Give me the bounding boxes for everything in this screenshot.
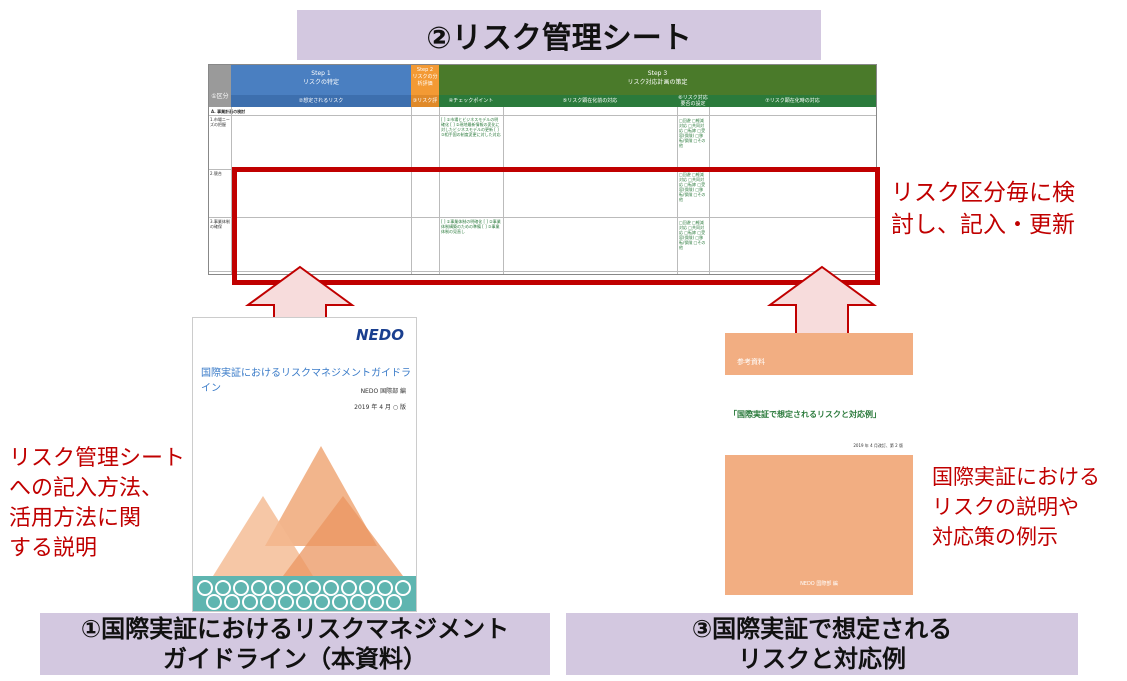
page-title: ②リスク管理シート <box>297 10 821 60</box>
callout-left-line: 活用方法に関 <box>9 506 142 531</box>
callout-left: リスク管理シート への記入方法、 活用方法に関 する説明 <box>9 444 185 564</box>
reference-footer: NEDO 国際部 編 <box>800 581 838 587</box>
guideline-dept: NEDO 国際部 編 <box>360 388 406 395</box>
guideline-title: 国際実証におけるリスクマネジメントガイドライン <box>201 368 411 394</box>
row-label: 2.競合 <box>210 171 222 176</box>
guideline-date: 2019 年 4 月 ○ 版 <box>354 404 406 411</box>
step3-subtitle: リスク対応計画の策定 <box>627 79 688 86</box>
step3-header: Step 3 リスク対応計画の策定 <box>439 65 876 95</box>
step2-title: Step 2 <box>416 67 434 73</box>
highlight-frame <box>232 167 880 285</box>
callout-left-line: する説明 <box>9 536 98 561</box>
callout-right-line: リスク区分毎に検 <box>891 180 1075 206</box>
nedo-logo: NEDO <box>355 326 404 344</box>
reference-header: 参考資料 <box>737 358 765 366</box>
callout-left-line: への記入方法、 <box>9 476 164 501</box>
grid-line <box>677 107 678 274</box>
row-options: □回避 □軽減対応 □共同対応 □転嫁 □受容(保険) □移転/保険 □その他 <box>679 118 706 148</box>
guideline-cover: NEDO 国際実証におけるリスクマネジメントガイドライン NEDO 国際部 編 … <box>192 317 417 612</box>
subheader-need: ⑥リスク対応要否の設定 <box>677 95 709 107</box>
callout-bottom-right-line: 対応策の例示 <box>932 525 1058 549</box>
reference-label-line: リスクと対応例 <box>738 645 906 673</box>
row-check: [ ] ①市場とビジネスモデルの明確化 [ ] ②現地最新情報の変化に対したビジ… <box>441 117 501 137</box>
row-check: [ ] ①事業体制の明確化 [ ] ②事業体制構築のための準備 [ ] ③事業体… <box>441 219 501 234</box>
col-label-header: ①区分 <box>209 65 231 107</box>
grid-line <box>209 217 876 218</box>
callout-right: リスク区分毎に検 討し、記入・更新 <box>891 177 1075 241</box>
grid-line <box>231 107 232 274</box>
subheader-step2: ③リスク評価 <box>411 95 439 116</box>
step1-subtitle: リスクの特定 <box>302 79 339 86</box>
reference-title: 「国際実証で想定されるリスクと対応例」 <box>729 410 881 419</box>
section-label: A. 事業計画の検討 <box>211 109 246 114</box>
callout-right-line: 討し、記入・更新 <box>891 212 1075 238</box>
guideline-label: ①国際実証におけるリスクマネジメント ガイドライン（本資料） <box>40 613 550 675</box>
reference-header-band: 参考資料 <box>725 333 913 375</box>
row-options: □回避 □軽減対応 □共同対応 □転嫁 □受容(保険) □移転/保険 □その他 <box>679 220 706 250</box>
reference-label-line: ③国際実証で想定される <box>691 615 953 643</box>
callout-bottom-right-line: 国際実証における <box>932 465 1100 489</box>
grid-line <box>209 271 876 272</box>
step1-title: Step 1 <box>311 70 331 77</box>
step1-header: Step 1 リスクの特定 <box>231 65 411 95</box>
mountain-wave-graphic <box>193 446 416 611</box>
guideline-label-line: ガイドライン（本資料） <box>163 645 427 673</box>
reference-lower-band: NEDO 国際部 編 <box>725 455 913 595</box>
subheader-step1: ②想定されるリスク <box>231 95 411 107</box>
reference-cover: 参考資料 「国際実証で想定されるリスクと対応例」 2019 年 4 月改訂、第 … <box>725 333 913 595</box>
grid-line <box>503 107 504 274</box>
callout-bottom-right: 国際実証における リスクの説明や 対応策の例示 <box>932 462 1100 552</box>
row-label: 3.事業体制の確保 <box>210 219 230 229</box>
row-label: 1.市場ニーズの把握 <box>210 117 230 127</box>
grid-line <box>209 115 876 116</box>
reference-label: ③国際実証で想定される リスクと対応例 <box>566 613 1078 675</box>
row-options: □回避 □軽減対応 □共同対応 □転嫁 □受容(保険) □移転/保険 □その他 <box>679 172 706 202</box>
callout-left-line: リスク管理シート <box>9 446 186 471</box>
callout-bottom-right-line: リスクの説明や <box>932 495 1079 519</box>
reference-date: 2019 年 4 月改訂、第 2 版 <box>853 443 903 448</box>
grid-line <box>709 107 710 274</box>
step3-title: Step 3 <box>647 70 668 77</box>
guideline-label-line: ①国際実証におけるリスクマネジメント <box>80 615 510 643</box>
subheader-check: ④チェックポイント <box>439 95 503 107</box>
grid-line <box>439 107 440 274</box>
grid-line <box>411 107 412 274</box>
subheader-before: ⑤リスク顕在化前の対応 <box>503 95 677 107</box>
step2-header: Step 2 リスクの分析評価 <box>411 65 439 95</box>
subheader-after: ⑦リスク顕在化時の対応 <box>709 95 876 107</box>
step2-subtitle: リスクの分析評価 <box>412 74 438 87</box>
